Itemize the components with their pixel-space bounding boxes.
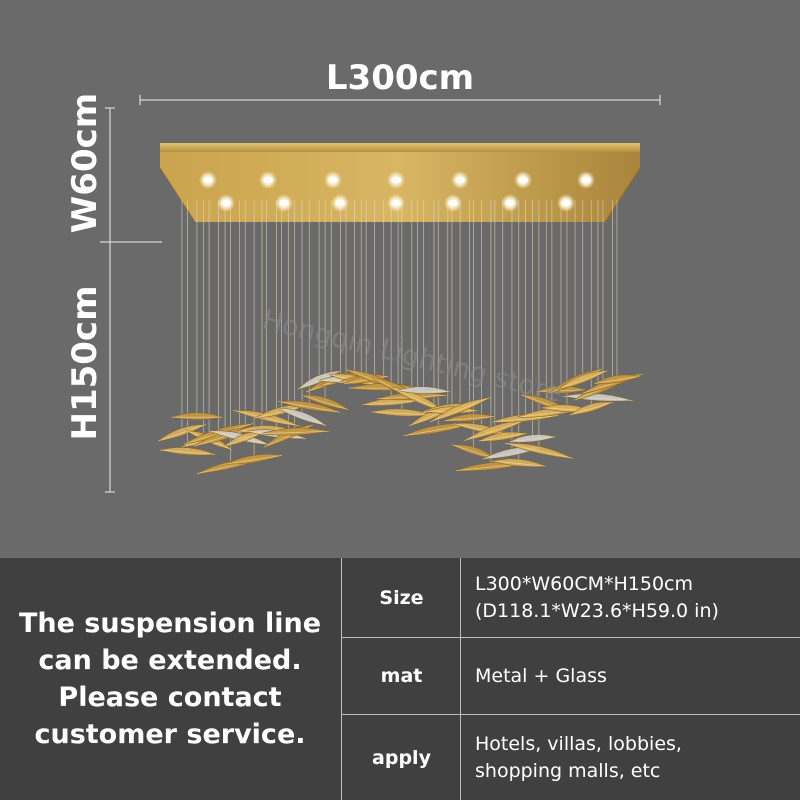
spec-key-mat: mat — [380, 665, 423, 687]
ceiling-light-core — [505, 200, 515, 206]
spec-value-line: Metal + Glass — [475, 664, 607, 687]
glass-feather — [276, 407, 328, 427]
glass-feather — [233, 410, 300, 427]
ceiling-light-core — [221, 200, 231, 206]
ceiling-light-core — [581, 177, 591, 183]
ceiling-light-core — [279, 200, 289, 206]
glass-feather — [156, 424, 208, 442]
notice-line: Please contact — [58, 682, 282, 713]
notice-line: The suspension line — [18, 608, 322, 639]
notice-line: can be extended. — [38, 645, 302, 676]
glass-feather — [159, 447, 216, 456]
glass-feather — [429, 397, 491, 423]
feather-spine — [429, 397, 491, 423]
ceiling-light-core — [391, 200, 401, 206]
extension-notice: The suspension line can be extended. Ple… — [0, 558, 340, 800]
feather-spine — [491, 415, 559, 423]
ceiling-light-core — [328, 177, 338, 183]
spec-panel: The suspension line can be extended. Ple… — [0, 558, 800, 800]
spec-value-line: shopping malls, etc — [475, 759, 661, 782]
feather-spine — [302, 395, 349, 410]
spec-key-apply: apply — [372, 746, 431, 769]
glass-feather — [396, 386, 452, 394]
table-divider — [460, 558, 461, 800]
ceiling-light-core — [263, 177, 273, 183]
glass-feather — [278, 400, 341, 413]
glass-feather-pendants — [156, 368, 643, 475]
glass-feather — [504, 442, 574, 459]
spec-value-line: (D118.1*W23.6*H59.0 in) — [475, 599, 719, 622]
glass-feather — [491, 458, 547, 468]
feather-spine — [536, 389, 586, 392]
spec-value-apply: Hotels, villas, lobbies, shopping malls,… — [475, 715, 795, 800]
spec-value-size: L300*W60CM*H150cm (D118.1*W23.6*H59.0 in… — [475, 558, 795, 637]
ceiling-light-core — [391, 177, 401, 183]
feather-spine — [362, 400, 421, 406]
spec-value-line: L300*W60CM*H150cm — [475, 572, 693, 595]
ceiling-light-core — [203, 177, 213, 183]
feather-blade — [396, 386, 452, 394]
feather-spine — [563, 395, 633, 401]
table-divider — [342, 714, 800, 715]
chandelier-illustration: Hongqin Lighting store — [100, 95, 661, 493]
suspension-wires — [181, 200, 618, 468]
glass-feather — [593, 374, 641, 384]
glass-feather — [370, 408, 434, 417]
glass-feather — [569, 401, 614, 416]
spec-value-line: Hotels, villas, lobbies, — [475, 732, 682, 755]
glass-feather — [260, 427, 329, 436]
feather-spine — [260, 430, 329, 435]
glass-feather — [170, 412, 224, 420]
product-scene: Hongqin Lighting store L300cm W60cm H150… — [65, 58, 661, 493]
glass-feather — [508, 434, 557, 443]
feather-spine — [558, 370, 608, 390]
feather-spine — [233, 410, 300, 427]
glass-feather — [557, 370, 609, 390]
length-dimension-label: L300cm — [325, 58, 475, 98]
feather-spine — [277, 407, 327, 426]
feather-spine — [157, 424, 207, 442]
notice-line: customer service. — [34, 719, 306, 750]
ceiling-light-core — [561, 200, 571, 206]
feather-spine — [509, 436, 556, 442]
feather-spine — [226, 455, 282, 465]
table-divider — [342, 637, 800, 638]
feather-spine — [464, 420, 526, 441]
feather-spine — [492, 460, 546, 467]
canopy-lights — [199, 171, 595, 212]
feather-spine — [278, 401, 341, 413]
ceiling-light-core — [335, 200, 345, 206]
table-divider — [341, 558, 342, 800]
glass-feather — [477, 431, 528, 442]
dimension-lines — [100, 95, 661, 493]
ceiling-light-core — [455, 177, 465, 183]
width-dimension-label: W60cm — [65, 92, 105, 234]
ceiling-light-core — [518, 177, 528, 183]
ceiling-light-core — [448, 200, 458, 206]
height-dimension-label: H150cm — [65, 285, 105, 441]
feather-spine — [478, 433, 527, 442]
glass-feather — [443, 413, 496, 422]
feather-spine — [570, 402, 613, 416]
glass-feather — [226, 453, 282, 465]
glass-feather — [301, 394, 350, 410]
spec-value-mat: Metal + Glass — [475, 638, 795, 714]
spec-key-size: Size — [379, 586, 424, 609]
feather-spine — [444, 416, 495, 422]
feather-spine — [159, 449, 216, 455]
feather-spine — [594, 376, 640, 384]
feather-blade — [170, 412, 224, 420]
feather-spine — [397, 390, 451, 393]
feather-spine — [504, 442, 574, 459]
feather-spine — [370, 411, 433, 416]
